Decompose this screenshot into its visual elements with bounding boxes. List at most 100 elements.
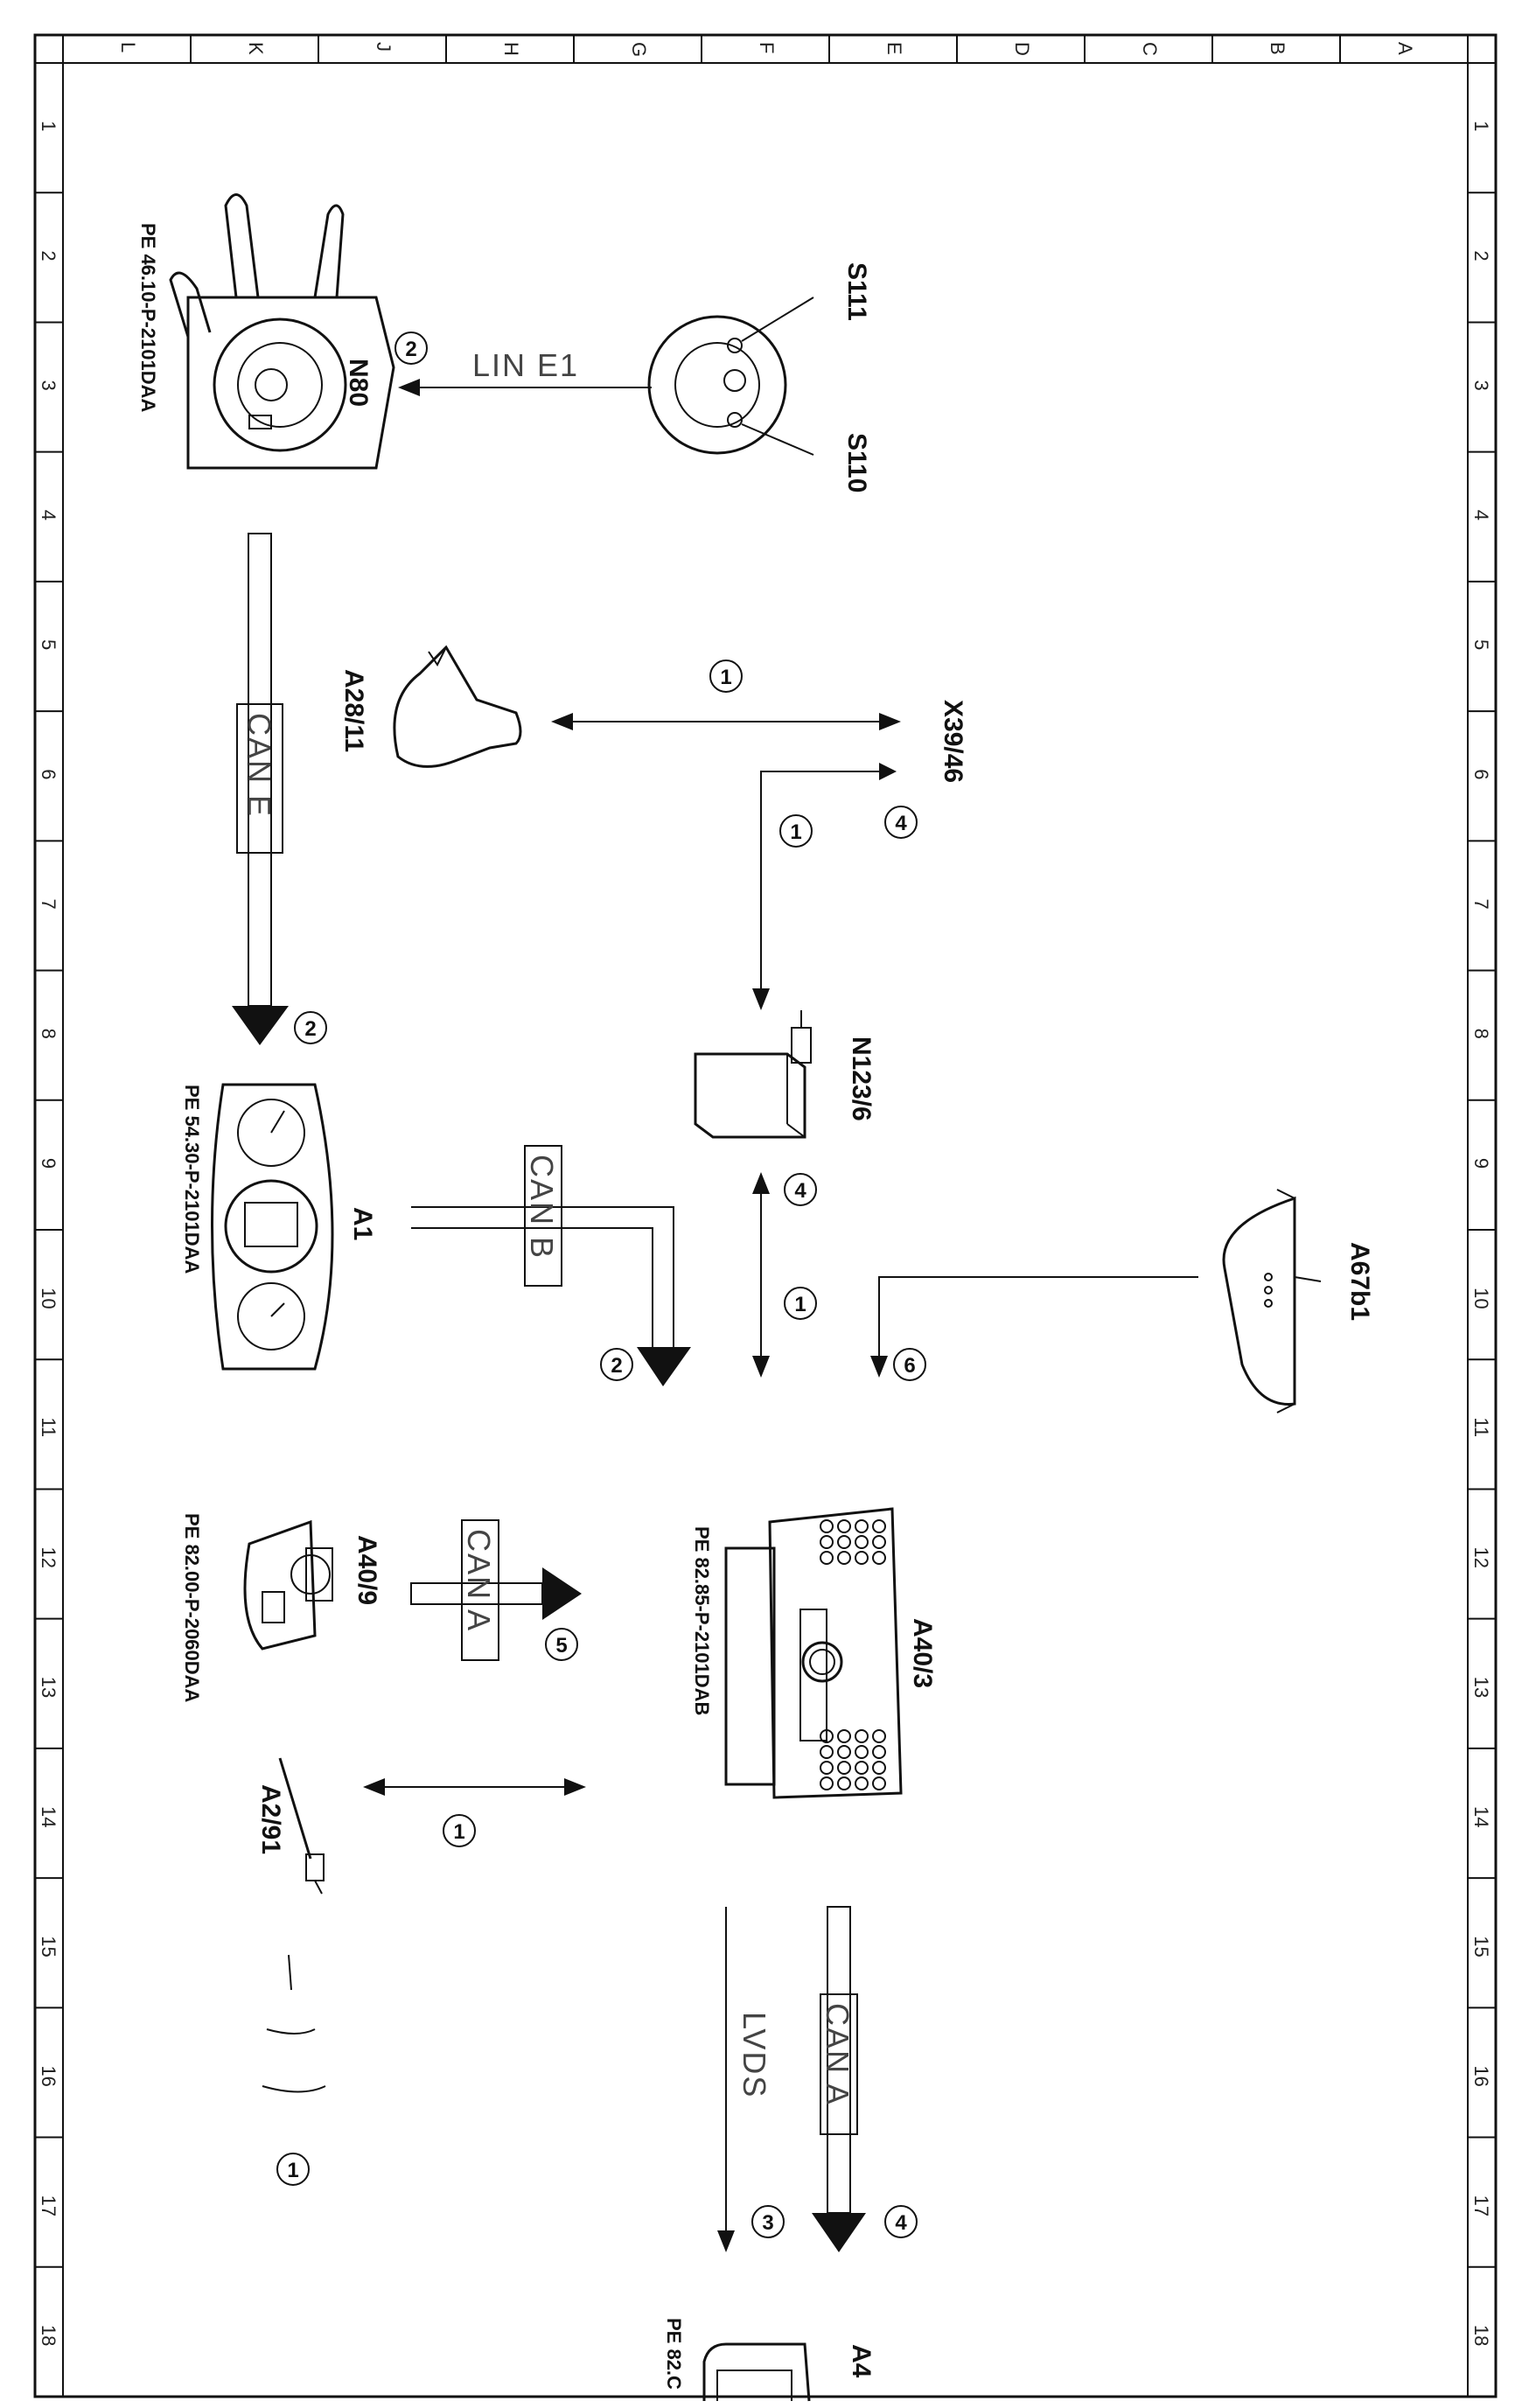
column-letter: B bbox=[1267, 42, 1288, 55]
row-number: 17 bbox=[38, 2195, 59, 2216]
row-number: 15 bbox=[38, 1936, 59, 1957]
row-number: 13 bbox=[38, 1677, 59, 1698]
callout-n80-2: 2 bbox=[394, 332, 428, 365]
can-a-top-arrowhead bbox=[542, 1567, 582, 1620]
frame-ticks bbox=[35, 35, 1496, 2398]
arrowhead-n123 bbox=[752, 988, 770, 1010]
row-number: 3 bbox=[1470, 380, 1492, 391]
column-letter: K bbox=[245, 42, 267, 55]
svg-text:1: 1 bbox=[453, 1820, 464, 1844]
label-x39-46: X39/46 bbox=[939, 700, 967, 783]
column-letter: L bbox=[117, 42, 139, 52]
head-unit-button bbox=[855, 1519, 869, 1533]
lin-e1-arrowhead bbox=[398, 379, 420, 396]
column-letter: G bbox=[628, 42, 650, 57]
head-unit-button bbox=[855, 1745, 869, 1759]
svg-text:1: 1 bbox=[287, 2159, 298, 2182]
row-number: 2 bbox=[1470, 250, 1492, 261]
row-number: 9 bbox=[1470, 1158, 1492, 1169]
head-unit-button bbox=[872, 1535, 886, 1549]
head-unit-button bbox=[820, 1776, 834, 1790]
svg-text:2: 2 bbox=[304, 1017, 316, 1041]
label-s110: S110 bbox=[842, 433, 871, 492]
row-number: 1 bbox=[38, 121, 59, 131]
head-unit-button bbox=[820, 1729, 834, 1743]
steering-wheel-switch-icon bbox=[647, 297, 814, 456]
column-letter: H bbox=[500, 42, 522, 56]
antenna-icon bbox=[278, 1757, 325, 1895]
head-unit-button bbox=[872, 1761, 886, 1775]
can-b-arrowhead bbox=[637, 1347, 691, 1386]
callout-a67-6: 6 bbox=[893, 1348, 926, 1381]
label-s111: S111 bbox=[842, 262, 871, 321]
label-a28-11: A28/11 bbox=[339, 669, 368, 752]
row-number: 12 bbox=[1470, 1547, 1492, 1568]
row-number: 17 bbox=[1470, 2195, 1492, 2216]
head-unit-button bbox=[872, 1745, 886, 1759]
head-unit-button bbox=[837, 1519, 851, 1533]
row-number: 15 bbox=[1470, 1936, 1492, 1957]
head-unit-button bbox=[872, 1776, 886, 1790]
callout-x39-4: 4 bbox=[884, 806, 918, 839]
row-number: 1 bbox=[1470, 121, 1492, 131]
row-number: 4 bbox=[1470, 510, 1492, 520]
ref-a40-3: PE 82.85-P-2101DAB bbox=[691, 1526, 713, 1715]
ref-n80: PE 46.10-P-2101DAA bbox=[137, 223, 159, 413]
a67-a40-line bbox=[878, 1276, 1198, 1360]
head-unit-button bbox=[872, 1519, 886, 1533]
head-unit-button bbox=[820, 1745, 834, 1759]
head-unit-button bbox=[855, 1535, 869, 1549]
bus-lvds: LVDS bbox=[737, 2012, 772, 2098]
callout-canb-2: 2 bbox=[600, 1348, 633, 1381]
label-n123-6: N123/6 bbox=[847, 1036, 876, 1121]
row-number: 16 bbox=[1470, 2065, 1492, 2086]
column-letter: A bbox=[1394, 42, 1416, 55]
svg-text:1: 1 bbox=[794, 1293, 806, 1316]
can-b-bus-bottom bbox=[411, 1227, 653, 1347]
head-unit-button bbox=[820, 1519, 834, 1533]
head-unit-button bbox=[855, 1776, 869, 1790]
x39-n123-line bbox=[760, 771, 883, 993]
row-number: 4 bbox=[38, 510, 59, 520]
head-unit-button bbox=[837, 1745, 851, 1759]
row-number: 16 bbox=[38, 2065, 59, 2086]
display-partial-icon bbox=[702, 2342, 811, 2402]
bus-can-e: CAN E bbox=[241, 713, 277, 818]
radio-wave-icon bbox=[262, 1954, 326, 2093]
column-letter: F bbox=[756, 42, 778, 53]
row-number: 18 bbox=[1470, 2325, 1492, 2346]
head-unit-button bbox=[837, 1535, 851, 1549]
can-a-top-label-box bbox=[461, 1519, 499, 1661]
callout-n123-1: 1 bbox=[784, 1287, 817, 1320]
row-number: 9 bbox=[38, 1158, 59, 1169]
arrowhead-a40 bbox=[564, 1778, 586, 1796]
svg-text:4: 4 bbox=[895, 2211, 907, 2235]
shift-lever-icon bbox=[393, 645, 522, 768]
head-unit-button bbox=[855, 1761, 869, 1775]
label-a40-9: A40/9 bbox=[353, 1535, 381, 1605]
label-a67b1: A67b1 bbox=[1345, 1242, 1374, 1321]
callout-cane-2: 2 bbox=[294, 1011, 327, 1044]
arrowhead-right bbox=[879, 713, 901, 730]
head-unit-button bbox=[855, 1729, 869, 1743]
row-number: 6 bbox=[38, 769, 59, 779]
row-number: 5 bbox=[38, 639, 59, 650]
can-e-arrowhead bbox=[232, 1006, 289, 1045]
instrument-cluster-icon bbox=[211, 1083, 334, 1371]
rearview-mirror-icon bbox=[1222, 1189, 1322, 1413]
head-unit-button bbox=[872, 1729, 886, 1743]
row-number: 10 bbox=[1470, 1288, 1492, 1309]
row-number: 8 bbox=[38, 1029, 59, 1039]
label-a2-91: A2/91 bbox=[256, 1784, 285, 1854]
row-number: 8 bbox=[1470, 1029, 1492, 1039]
column-letter: J bbox=[373, 42, 394, 52]
row-number: 6 bbox=[1470, 769, 1492, 779]
callout-cana-4: 4 bbox=[884, 2205, 918, 2238]
row-number: 5 bbox=[1470, 639, 1492, 650]
column-letter: D bbox=[1011, 42, 1033, 56]
svg-text:2: 2 bbox=[611, 1354, 622, 1378]
row-number: 13 bbox=[1470, 1677, 1492, 1698]
steering-column-module-icon bbox=[169, 193, 395, 470]
